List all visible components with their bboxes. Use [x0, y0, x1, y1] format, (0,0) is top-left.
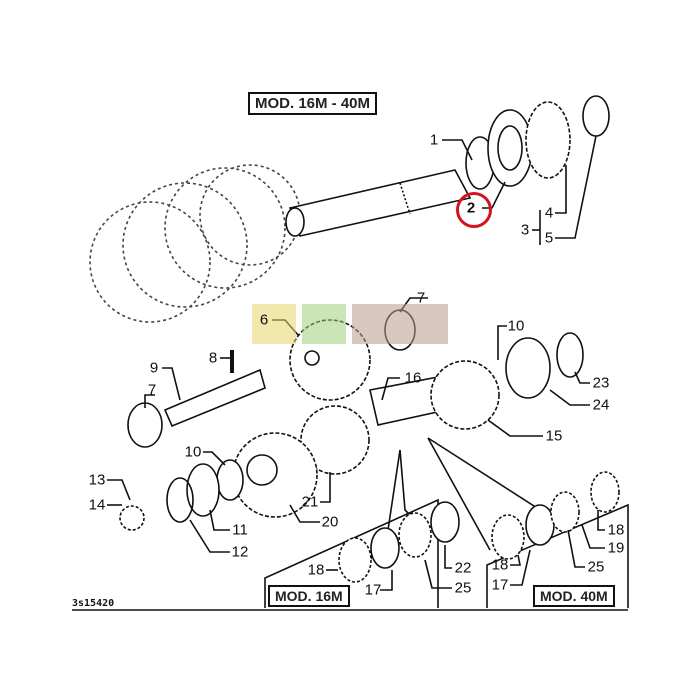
callout-7[interactable]: 7: [416, 289, 426, 307]
callout-15[interactable]: 15: [545, 427, 563, 445]
main-shaft: [285, 95, 610, 237]
model-label-16m: MOD. 16M: [268, 585, 350, 607]
callout-25[interactable]: 25: [454, 579, 472, 597]
background-gear-cluster: [89, 164, 301, 323]
inset-40m-parts: [491, 471, 620, 560]
callout-24[interactable]: 24: [592, 396, 610, 414]
callout-10[interactable]: 10: [184, 443, 202, 461]
callout-6[interactable]: 6: [259, 311, 269, 329]
highlight-circle: [456, 192, 492, 228]
callout-12[interactable]: 12: [231, 543, 249, 561]
callout-9[interactable]: 9: [149, 359, 159, 377]
callout-4[interactable]: 4: [544, 204, 554, 222]
drawing-code: 3s15420: [72, 598, 115, 609]
model-label-40m: MOD. 40M: [533, 585, 615, 607]
callout-2[interactable]: 2: [466, 199, 476, 217]
callout-5[interactable]: 5: [544, 229, 554, 247]
callout-18[interactable]: 18: [491, 556, 509, 574]
callout-21[interactable]: 21: [301, 493, 319, 511]
callout-1[interactable]: 1: [429, 131, 439, 149]
callout-17[interactable]: 17: [364, 581, 382, 599]
callout-13[interactable]: 13: [88, 471, 106, 489]
callout-8[interactable]: 8: [208, 349, 218, 367]
callout-17[interactable]: 17: [491, 576, 509, 594]
model-label-16m-40m: MOD. 16M - 40M: [248, 92, 378, 115]
callout-18[interactable]: 18: [307, 561, 325, 579]
callout-20[interactable]: 20: [321, 513, 339, 531]
callout-23[interactable]: 23: [592, 374, 610, 392]
callout-11[interactable]: 11: [232, 521, 248, 539]
callout-7[interactable]: 7: [147, 381, 157, 399]
callout-3[interactable]: 3: [520, 221, 530, 239]
watermark-leaf-icon: [302, 304, 346, 344]
callout-25[interactable]: 25: [587, 558, 605, 576]
countershaft: [119, 309, 584, 531]
callout-19[interactable]: 19: [607, 539, 625, 557]
callout-22[interactable]: 22: [454, 559, 472, 577]
watermark-fence-icon: [352, 304, 448, 344]
inset-40m-frame: [486, 503, 629, 608]
callout-18[interactable]: 18: [607, 521, 625, 539]
watermark-tractor-icon: [252, 304, 296, 344]
inset-16m-parts: [338, 501, 460, 583]
callout-14[interactable]: 14: [88, 496, 106, 514]
callout-16[interactable]: 16: [404, 369, 422, 387]
callout-10[interactable]: 10: [507, 317, 525, 335]
